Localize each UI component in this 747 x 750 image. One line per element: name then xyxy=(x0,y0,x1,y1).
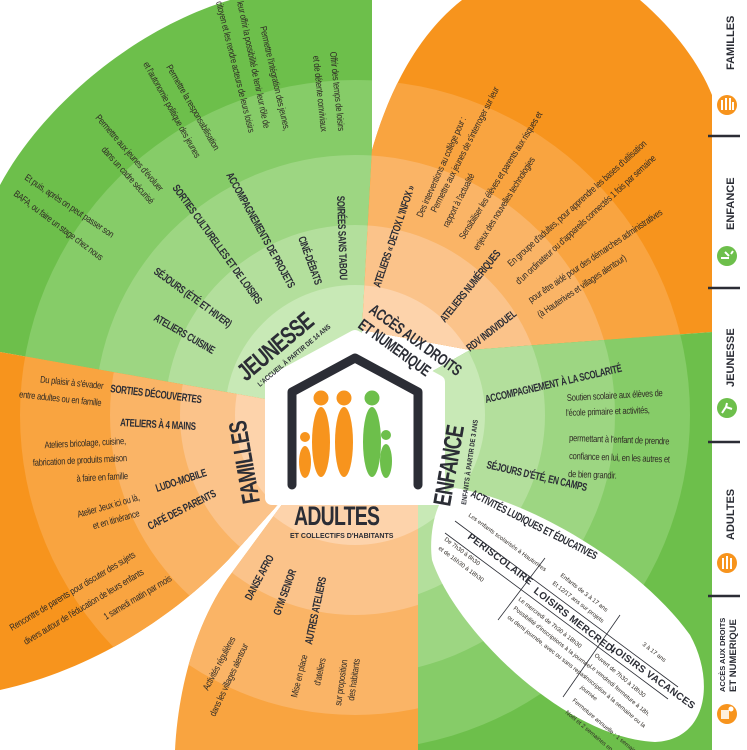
enfance-desc: l'école primaire et activités, xyxy=(566,404,650,418)
sidebar-nav: FAMILLES ENFANCE JEUNESSE ADULTES ACCÈS … xyxy=(708,0,747,750)
sidebar-item-jeunesse[interactable]: JEUNESSE xyxy=(717,328,737,418)
family-figures-icon xyxy=(299,390,392,478)
table-divider xyxy=(454,520,679,688)
enfance-desc: Soutien scolaire aux élèves de xyxy=(567,387,664,403)
house-outline-icon xyxy=(287,353,423,490)
adultes-subtitle: ET COLLECTIFS D'HABITANTS xyxy=(290,533,394,540)
table-divider xyxy=(562,614,621,698)
jeunesse-item: SOIRÉES SANS TABOU xyxy=(334,196,350,281)
sidebar-item-familles[interactable]: FAMILLES xyxy=(717,16,737,115)
table-divider xyxy=(497,557,546,621)
sidebar-item-enfance[interactable]: ENFANCE xyxy=(717,177,737,266)
sidebar-item-label: JEUNESSE xyxy=(725,328,737,387)
sidebar-item-label: ET NUMERIQUE xyxy=(728,619,739,692)
enfance-desc: confiance en lui, en les autres et xyxy=(569,450,671,465)
child-icon xyxy=(717,246,737,266)
sidebar-item-label: ACCÈS AUX DROITS xyxy=(718,618,727,692)
activities-callout xyxy=(431,488,704,742)
enfance-desc: de bien grandir. xyxy=(568,468,617,481)
familles-desc: fabrication de produits maison xyxy=(33,452,128,468)
house-logo xyxy=(265,330,445,505)
familles-desc: à faire en famille xyxy=(76,470,128,484)
sidebar-item-label: ENFANCE xyxy=(725,177,737,230)
adultes-title: ADULTES xyxy=(294,501,379,531)
table-divider xyxy=(444,532,669,700)
sidebar-item-label: FAMILLES xyxy=(725,16,737,70)
sidebar-item-acces[interactable]: ACCÈS AUX DROITS ET NUMERIQUE xyxy=(717,618,739,724)
enfance-desc: permettant à l'enfant de prendre xyxy=(569,432,670,447)
sidebar-item-adultes[interactable]: ADULTES xyxy=(717,489,737,573)
sidebar-item-label: ADULTES xyxy=(725,489,737,540)
familles-item: ATELIERS À 4 MAINS xyxy=(120,417,197,434)
familles-desc: Ateliers bricolage, cuisine, xyxy=(44,435,126,450)
